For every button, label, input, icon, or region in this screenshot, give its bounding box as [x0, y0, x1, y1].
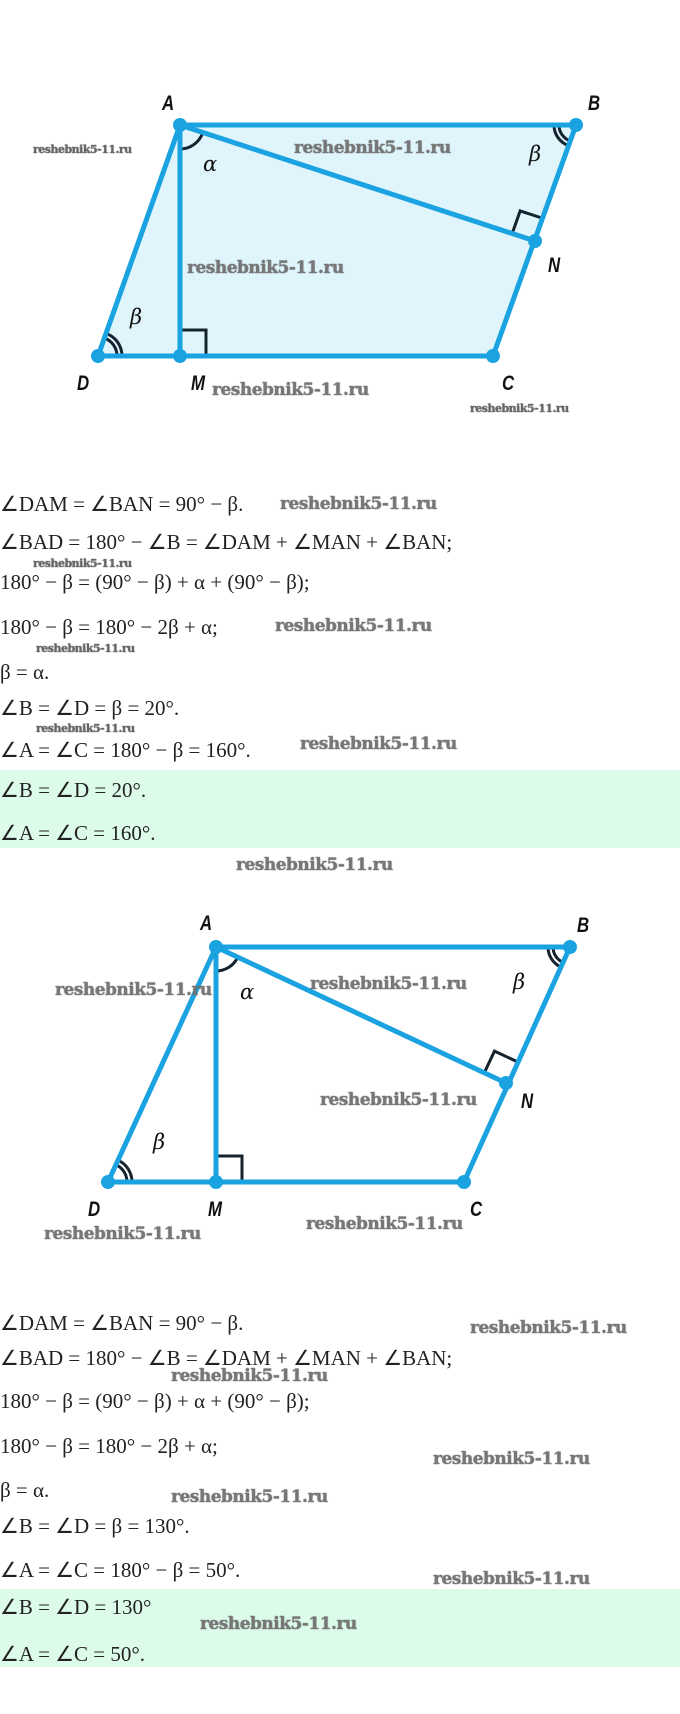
vertex-label-b-2: B	[577, 914, 590, 937]
solution1-answer-1: ∠B = ∠D = 20°.	[0, 778, 147, 802]
watermark: reshebnik5-11.ru	[33, 143, 132, 156]
answer-box-2	[0, 1589, 680, 1667]
vertex-label-m-2: M	[208, 1198, 222, 1221]
watermark: reshebnik5-11.ru	[320, 1090, 477, 1110]
vertex-point-c	[457, 1175, 471, 1189]
vertex-point-b	[569, 118, 583, 132]
vertex-label-b: B	[588, 92, 601, 115]
solution1-line-7: ∠A = ∠C = 180° − β = 160°.	[0, 738, 251, 762]
watermark: reshebnik5-11.ru	[55, 980, 212, 1000]
vertex-point-d	[101, 1175, 115, 1189]
solution2-line-1: ∠DAM = ∠BAN = 90° − β.	[0, 1311, 244, 1335]
angle-alpha-label: α	[203, 152, 218, 176]
angle-beta-label-d-2: β	[153, 1130, 166, 1154]
solution2-line-2: ∠BAD = 180° − ∠B = ∠DAM + ∠MAN + ∠BAN;	[0, 1346, 453, 1370]
watermark: reshebnik5-11.ru	[187, 258, 344, 278]
watermark: reshebnik5-11.ru	[280, 494, 437, 514]
side-bc	[461, 944, 573, 1185]
angle-arc-a	[215, 956, 240, 973]
watermark: reshebnik5-11.ru	[36, 722, 135, 735]
watermark: reshebnik5-11.ru	[470, 1318, 627, 1338]
vertex-point-b	[563, 940, 577, 954]
vertex-label-d-2: D	[88, 1198, 101, 1221]
solution1-line-1: ∠DAM = ∠BAN = 90° − β.	[0, 492, 244, 516]
vertex-label-c-2: C	[470, 1198, 483, 1221]
watermark: reshebnik5-11.ru	[44, 1224, 201, 1244]
angle-beta-label-b-2: β	[513, 970, 526, 994]
watermark: reshebnik5-11.ru	[212, 380, 369, 400]
watermark: reshebnik5-11.ru	[306, 1214, 463, 1234]
vertex-point-m	[209, 1175, 223, 1189]
solution2-answer-1: ∠B = ∠D = 130°	[0, 1595, 152, 1619]
solution2-line-5: β = α.	[0, 1478, 50, 1502]
answer-box-1	[0, 770, 680, 848]
height-an	[213, 944, 509, 1086]
vertex-label-n: N	[548, 254, 561, 277]
watermark: reshebnik5-11.ru	[171, 1487, 328, 1507]
watermark: reshebnik5-11.ru	[33, 557, 132, 570]
watermark: reshebnik5-11.ru	[236, 855, 393, 875]
vertex-point-c	[486, 349, 500, 363]
watermark: reshebnik5-11.ru	[275, 616, 432, 636]
vertex-label-a-2: A	[200, 912, 213, 935]
watermark: reshebnik5-11.ru	[294, 138, 451, 158]
angle-alpha-label-2: α	[240, 980, 255, 1004]
vertex-label-n-2: N	[521, 1090, 534, 1113]
solution1-answer-2: ∠A = ∠C = 160°.	[0, 821, 156, 845]
solution1-line-5: β = α.	[0, 660, 50, 684]
parallelogram-fill	[98, 125, 576, 356]
right-angle-mark-n	[510, 209, 544, 235]
vertex-point-n	[528, 234, 542, 248]
watermark: reshebnik5-11.ru	[36, 642, 135, 655]
watermark: reshebnik5-11.ru	[310, 974, 467, 994]
vertex-point-a	[209, 940, 223, 954]
solution2-answer-2: ∠A = ∠C = 50°.	[0, 1642, 146, 1666]
side-da	[95, 122, 183, 359]
angle-beta-label-d: β	[130, 305, 143, 329]
vertex-point-n	[499, 1076, 513, 1090]
right-angle-mark-n	[482, 1049, 517, 1074]
vertex-point-m	[173, 349, 187, 363]
parallelogram-diagram-1	[91, 118, 583, 363]
solution2-line-4: 180° − β = 180° − 2β + α;	[0, 1434, 218, 1458]
angle-beta-label-b: β	[529, 142, 542, 166]
right-angle-mark-m	[180, 328, 208, 356]
parallelogram-diagram-2	[101, 940, 577, 1189]
vertex-label-m: M	[191, 372, 205, 395]
watermark: reshebnik5-11.ru	[171, 1366, 328, 1386]
solution1-line-3: 180° − β = (90° − β) + α + (90° − β);	[0, 570, 310, 594]
vertex-label-d: D	[77, 372, 90, 395]
vertex-point-d	[91, 349, 105, 363]
vertex-label-c: C	[502, 372, 515, 395]
watermark: reshebnik5-11.ru	[433, 1449, 590, 1469]
solution1-line-4: 180° − β = 180° − 2β + α;	[0, 615, 218, 639]
solution2-line-7: ∠A = ∠C = 180° − β = 50°.	[0, 1558, 241, 1582]
solution1-line-2: ∠BAD = 180° − ∠B = ∠DAM + ∠MAN + ∠BAN;	[0, 530, 453, 554]
watermark: reshebnik5-11.ru	[200, 1614, 357, 1634]
height-an	[177, 122, 538, 244]
watermark: reshebnik5-11.ru	[433, 1569, 590, 1589]
solution2-line-6: ∠B = ∠D = β = 130°.	[0, 1514, 190, 1538]
side-da	[105, 944, 219, 1185]
watermark: reshebnik5-11.ru	[300, 734, 457, 754]
angle-arc-a	[179, 131, 205, 151]
vertex-point-a	[173, 118, 187, 132]
vertex-label-a: A	[162, 92, 175, 115]
solution2-line-3: 180° − β = (90° − β) + α + (90° − β);	[0, 1389, 310, 1413]
solution1-line-6: ∠B = ∠D = β = 20°.	[0, 696, 180, 720]
right-angle-mark-m	[216, 1154, 244, 1182]
watermark: reshebnik5-11.ru	[470, 402, 569, 415]
